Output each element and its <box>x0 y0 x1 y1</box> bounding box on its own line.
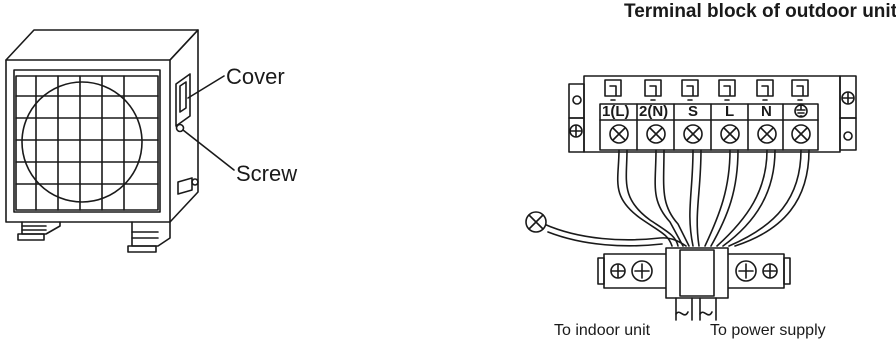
terminal-block <box>568 75 857 153</box>
terminal-label-1l: 1(L) <box>602 103 630 120</box>
terminal-label-2n: 2(N) <box>639 103 669 120</box>
terminal-connectors <box>604 79 809 101</box>
cover-leader-line <box>187 75 225 99</box>
valve-fittings <box>177 177 199 195</box>
to-indoor-unit-label: To indoor unit <box>554 322 651 339</box>
mount-screw-left-icon <box>569 124 583 138</box>
exit-cables <box>675 297 717 321</box>
wiring-bundle <box>543 149 810 247</box>
ground-ring-terminal-icon <box>525 211 547 233</box>
terminal-label-l: L <box>725 103 735 120</box>
ground-icon <box>794 103 808 118</box>
cover-panel <box>175 73 191 127</box>
unit-feet <box>17 221 171 253</box>
terminal-label-s: S <box>688 103 699 120</box>
to-power-supply-label: To power supply <box>710 322 826 339</box>
screw-leader-line <box>182 129 235 171</box>
terminal-label-n: N <box>761 103 772 120</box>
outdoor-unit <box>5 29 235 253</box>
cord-clamp <box>597 247 791 299</box>
cover-screw-icon <box>175 123 185 133</box>
screw-label: Screw <box>236 161 298 186</box>
diagram-title: Terminal block of outdoor unit <box>624 1 896 22</box>
fan-grille <box>15 75 159 211</box>
cover-label: Cover <box>226 64 285 89</box>
terminal-label-ground: ⏚ <box>795 101 796 102</box>
mount-screw-right-icon <box>841 91 855 105</box>
terminal-screws <box>609 124 811 144</box>
